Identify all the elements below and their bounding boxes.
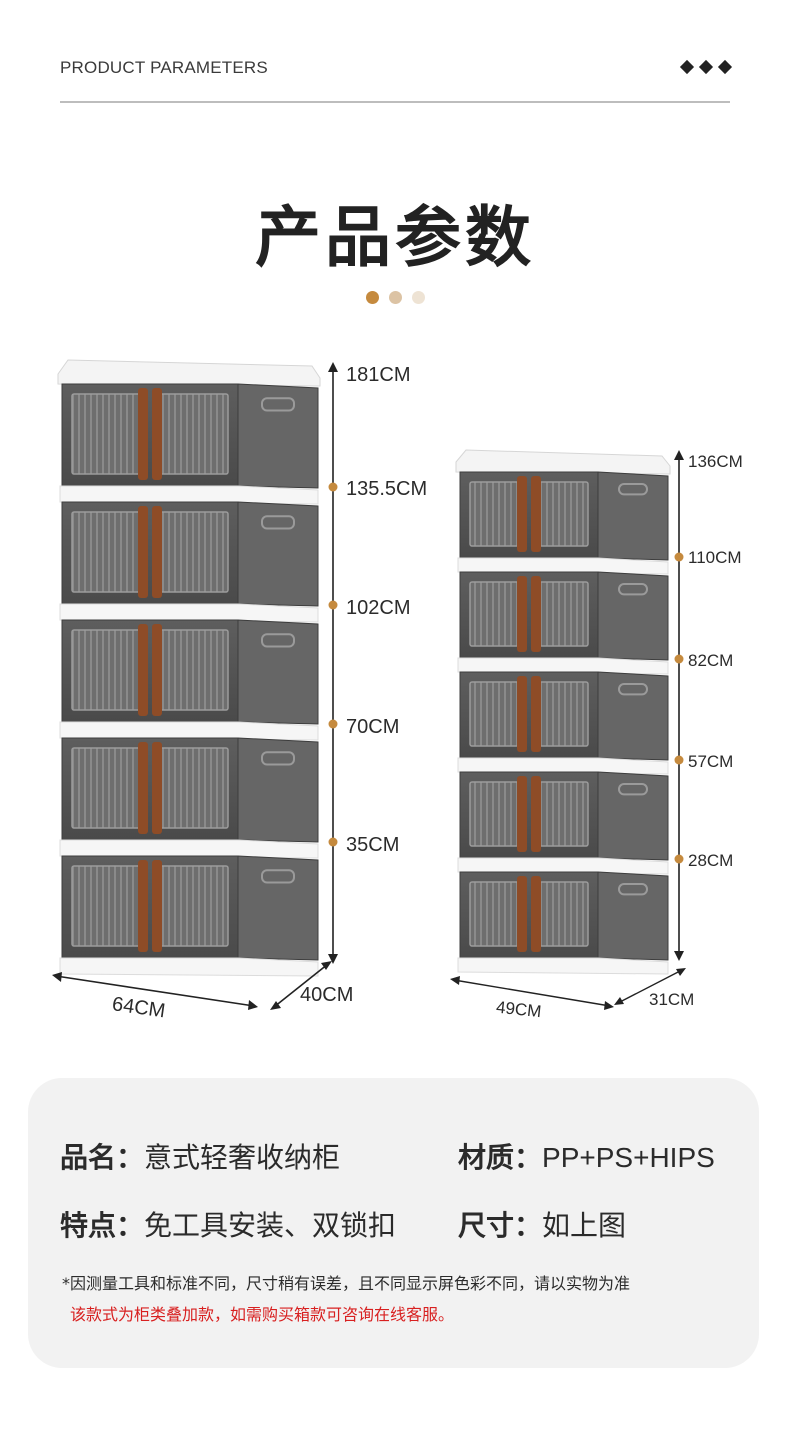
diamond-ornaments <box>679 59 733 75</box>
large-drawer-box <box>61 737 319 843</box>
spec-feature-value: 免工具安装、双锁扣 <box>144 1209 397 1242</box>
spec-separator: ： <box>514 1209 543 1242</box>
accent-dot-3 <box>411 291 425 304</box>
large-frame <box>59 957 319 977</box>
large-depth-label: 40CM <box>300 984 353 1006</box>
spec-material-value: PP+PS+HIPS <box>542 1142 715 1173</box>
small-drawer-box <box>459 471 669 561</box>
small-height-label: 110CM <box>688 548 742 567</box>
small-height-label: 82CM <box>688 651 733 670</box>
large-drawer-box <box>61 501 319 607</box>
spec-separator: ： <box>116 1141 145 1174</box>
large-top-cap <box>57 359 321 387</box>
spec-size-value: 如上图 <box>542 1209 627 1242</box>
page-title: 产品参数 <box>255 199 535 276</box>
disclaimer-note: *因测量工具和标准不同，尺寸稍有误差，且不同显示屏色彩不同，请以实物为准 <box>62 1274 631 1293</box>
small-cabinet <box>455 449 671 975</box>
accent-dot-2 <box>388 291 402 304</box>
spec-feature: 特点：免工具安装、双锁扣 <box>60 1204 396 1244</box>
small-frame <box>457 657 669 675</box>
spec-material: 材质：PP+PS+HIPS <box>458 1136 715 1176</box>
large-height-label: 35CM <box>346 834 399 856</box>
accent-dot-1 <box>365 291 379 304</box>
spec-size-label: 尺寸 <box>458 1209 515 1242</box>
large-drawer-box <box>61 383 319 489</box>
product-illustration: 181CM 135.5CM 102CM 70CM 35CM 64CM 40CM … <box>52 359 743 1022</box>
large-frame <box>59 839 319 859</box>
spec-material-label: 材质 <box>458 1141 515 1174</box>
spec-feature-label: 特点 <box>60 1209 117 1242</box>
large-frame <box>59 603 319 623</box>
large-drawer-box <box>61 619 319 725</box>
large-height-label: 135.5CM <box>346 478 427 500</box>
large-height-scale: 181CM 135.5CM 102CM 70CM 35CM <box>328 362 427 964</box>
small-top-cap <box>455 449 671 475</box>
large-cabinet <box>57 359 321 977</box>
small-height-label: 28CM <box>688 851 733 870</box>
small-frame <box>457 557 669 575</box>
large-height-label: 181CM <box>346 364 410 386</box>
warning-note: 该款式为柜类叠加款，如需购买箱款可咨询在线客服。 <box>70 1305 455 1324</box>
small-depth-label: 31CM <box>649 990 694 1009</box>
large-frame <box>59 485 319 505</box>
small-frame <box>457 857 669 875</box>
small-drawer-box <box>459 771 669 861</box>
spec-name-label: 品名 <box>60 1141 117 1174</box>
small-drawer-box <box>459 871 669 961</box>
small-height-label: 57CM <box>688 752 733 771</box>
small-base-dimensions: 49CM 31CM <box>450 968 694 1021</box>
spec-panel <box>28 1078 759 1368</box>
spec-separator: ： <box>116 1209 145 1242</box>
small-width-label: 49CM <box>495 998 542 1022</box>
small-height-scale: 136CM 110CM 82CM 57CM 28CM <box>674 450 743 961</box>
large-frame <box>59 721 319 741</box>
small-height-label: 136CM <box>688 452 743 471</box>
spec-size: 尺寸：如上图 <box>458 1204 626 1244</box>
diamond-icon <box>717 59 733 75</box>
diamond-icon <box>698 59 714 75</box>
small-frame <box>457 957 669 975</box>
spec-name-value: 意式轻奢收纳柜 <box>144 1141 341 1174</box>
small-drawer-box <box>459 571 669 661</box>
spec-name: 品名：意式轻奢收纳柜 <box>60 1136 340 1176</box>
diamond-icon <box>679 59 695 75</box>
large-width-label: 64CM <box>111 993 167 1022</box>
title-dots <box>0 291 790 304</box>
spec-separator: ： <box>514 1141 543 1174</box>
small-frame <box>457 757 669 775</box>
small-drawer-box <box>459 671 669 761</box>
large-height-label: 70CM <box>346 716 399 738</box>
large-height-label: 102CM <box>346 597 410 619</box>
large-drawer-box <box>61 855 319 961</box>
header-divider <box>60 101 730 103</box>
header-label: PRODUCT PARAMETERS <box>60 58 268 77</box>
